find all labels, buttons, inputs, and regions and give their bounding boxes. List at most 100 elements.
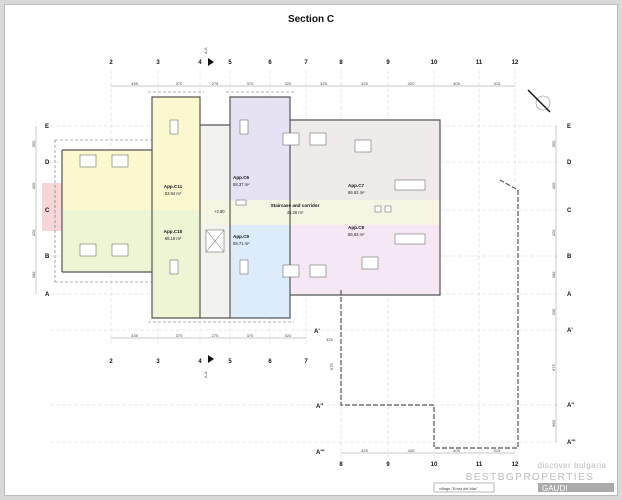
unit-c7-name: App.C7 xyxy=(348,183,365,188)
walls xyxy=(54,91,519,449)
dim-top: 320 xyxy=(285,81,292,86)
title-block-project: village "Emst del Mar" xyxy=(439,486,478,491)
axis-col-label-bottom: 3 xyxy=(156,359,160,365)
dim-bottom-left: 275 xyxy=(212,333,219,338)
balcony xyxy=(42,183,62,231)
furniture-item xyxy=(111,243,129,257)
dim-top: 425 xyxy=(361,81,368,86)
dim-left: 350 xyxy=(31,140,36,147)
dim-bottom-left: 370 xyxy=(247,333,254,338)
furniture-item xyxy=(235,199,247,206)
axis-col-label: 4 xyxy=(198,60,202,66)
dim-right: 675 xyxy=(551,363,556,370)
axis-col-label-bottom: 2 xyxy=(109,359,113,365)
axis-row-label: A xyxy=(45,292,50,298)
furniture-item xyxy=(374,205,382,213)
furniture xyxy=(79,119,426,278)
dim-bottom-right: 425 xyxy=(361,448,368,453)
unit-c8-name: App.C8 xyxy=(348,225,365,230)
axis-col-label-bottom: 7 xyxy=(304,359,308,365)
unit-c10-fill xyxy=(62,210,158,272)
furniture-item xyxy=(309,264,327,278)
furniture-item xyxy=(361,256,379,270)
unit-fills xyxy=(42,97,440,318)
north-arrow-icon xyxy=(527,89,551,113)
furniture-item xyxy=(394,233,426,245)
axis-col-label-bottom: 6 xyxy=(268,359,272,365)
unit-c8-area: 86.63 m² xyxy=(348,232,365,237)
axis-row-label-right: C xyxy=(567,208,572,214)
axis-col-label: 5 xyxy=(228,60,232,66)
section-marker-top: A-A xyxy=(203,47,208,54)
dim-right: 350 xyxy=(551,140,556,147)
dim-right: 420 xyxy=(551,182,556,189)
axis-row-label: C xyxy=(45,208,50,214)
unit-c11-fill xyxy=(62,150,158,210)
dim-top: 370 xyxy=(247,81,254,86)
dim-bottom-left: 370 xyxy=(176,333,183,338)
dim-bottom-right: 405 xyxy=(453,448,460,453)
dim-right: 420 xyxy=(551,229,556,236)
axis-col-label: 3 xyxy=(156,60,160,66)
axis-row-label: E xyxy=(45,124,49,130)
dim-top: 315 xyxy=(494,81,501,86)
row-a1-inner: A' xyxy=(314,329,320,335)
watermark: BESTBGPROPERTIES xyxy=(466,472,595,483)
axis-col-label-bottom: 12 xyxy=(512,462,519,468)
level-mark: +2.80 xyxy=(214,209,225,214)
unit-c6-fill xyxy=(230,97,290,205)
axis-row-label-right: B xyxy=(567,254,572,260)
dim-bottom-right: 315 xyxy=(494,448,501,453)
dim-left: 420 xyxy=(31,182,36,189)
dim-bottom-left: 435 xyxy=(131,333,138,338)
axis-col-label: 8 xyxy=(339,60,343,66)
row-a2-inner: A'' xyxy=(316,404,324,410)
watermark-sub: discover bulgaria xyxy=(538,461,607,470)
furniture-item xyxy=(79,243,97,257)
dim-left: 420 xyxy=(31,229,36,236)
furniture-item xyxy=(384,205,392,213)
unit-c6-area: 58.37 m² xyxy=(233,182,250,187)
dim-top: 325 xyxy=(320,81,327,86)
dim-top: 435 xyxy=(131,81,138,86)
unit-c7-area: 86.63 m² xyxy=(348,190,365,195)
axis-row-label-right: A'' xyxy=(567,403,575,409)
furniture-item xyxy=(239,119,249,135)
corridor-area: 45.28 m² xyxy=(287,210,304,215)
dim-right: 300 xyxy=(551,271,556,278)
dim-top: 275 xyxy=(212,81,219,86)
axis-col-label: 9 xyxy=(386,60,390,66)
unit-c9-area: 59.71 m² xyxy=(233,241,250,246)
unit-c11-area: 63.84 m² xyxy=(165,191,182,196)
furniture-item xyxy=(282,264,300,278)
axis-row-label-right: D xyxy=(567,160,572,166)
row-a1-dim: 325 xyxy=(326,337,333,342)
dim-right: 360 xyxy=(551,419,556,426)
axis-col-label: 2 xyxy=(109,60,113,66)
dim-top: 405 xyxy=(453,81,460,86)
axis-row-label-right: A''' xyxy=(567,440,576,446)
drawing-title: Section C xyxy=(288,14,334,25)
furniture-item xyxy=(111,154,129,168)
axis-col-label: 6 xyxy=(268,60,272,66)
axis-col-label: 10 xyxy=(431,60,438,66)
unit-c10-area: 65.18 m² xyxy=(165,236,182,241)
axis-row-label-right: E xyxy=(567,124,571,130)
dim-left: 300 xyxy=(31,271,36,278)
axis-col-label: 12 xyxy=(512,60,519,66)
axis-row-label: B xyxy=(45,254,50,260)
corridor-name: Staircase and corridor xyxy=(271,203,320,208)
dim-bottom-left: 320 xyxy=(285,333,292,338)
furniture-item xyxy=(394,179,426,191)
axis-col-label-bottom: 10 xyxy=(431,462,438,468)
axis-col-label: 11 xyxy=(476,60,483,66)
axis-col-label-bottom: 9 xyxy=(386,462,390,468)
unit-c9-name: App.C9 xyxy=(233,234,250,239)
axis-col-label: 7 xyxy=(304,60,308,66)
title-block-firm: GAUDI xyxy=(542,484,567,493)
row-a3-inner: A''' xyxy=(316,450,325,456)
dim-bottom-right: 420 xyxy=(408,448,415,453)
unit-c11-fill-2 xyxy=(152,97,200,210)
unit-c11-name: App.C11 xyxy=(164,184,183,189)
